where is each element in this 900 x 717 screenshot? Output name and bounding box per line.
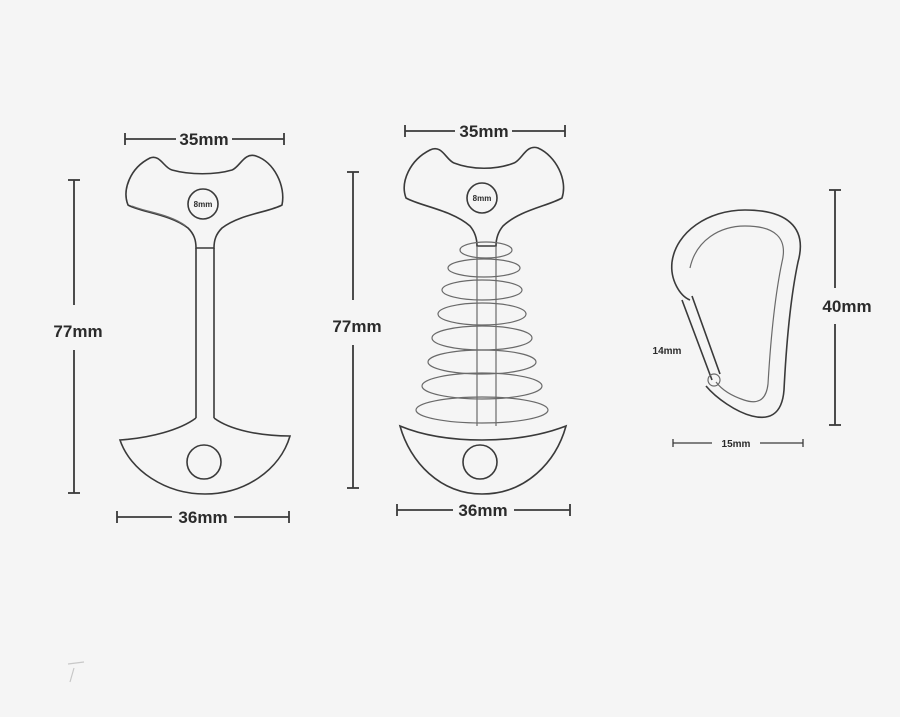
peg2-width-bottom-label: 36mm (458, 501, 507, 520)
peg2-hole-label: 8mm (473, 194, 492, 203)
peg2-head (403, 146, 565, 247)
scan-artifact (67, 661, 85, 683)
carabiner-width-label: 15mm (722, 439, 751, 450)
spring-peg-drawing (398, 146, 568, 495)
carabiner-dimensions: 40mm 14mm 15mm (653, 189, 872, 450)
carabiner-drawing (670, 209, 802, 419)
carabiner-outer (671, 209, 802, 419)
peg1-hole-label: 8mm (194, 200, 213, 209)
peg2-top-hole (466, 182, 498, 214)
carabiner-gate (681, 295, 721, 381)
carabiner-gate-label: 14mm (653, 346, 682, 357)
peg2-width-top-label: 35mm (459, 122, 508, 141)
anchor-peg-drawing (118, 154, 292, 495)
peg1-width-bottom-label: 36mm (178, 508, 227, 527)
carabiner-height-label: 40mm (822, 297, 871, 316)
peg1-bottom-hole (186, 444, 222, 480)
peg1-anchor (118, 417, 292, 495)
peg1-head (125, 154, 284, 249)
peg1-dimensions: 35mm 77mm 36mm 8mm (53, 130, 290, 527)
peg2-dimensions: 35mm 77mm 36mm 8mm (332, 122, 571, 520)
peg2-anchor (398, 424, 568, 495)
peg1-width-top-label: 35mm (179, 130, 228, 149)
peg2-bottom-hole (462, 444, 498, 480)
peg1-top-hole (187, 188, 219, 220)
peg1-height-label: 77mm (53, 322, 102, 341)
peg2-height-label: 77mm (332, 317, 381, 336)
carabiner-inner (689, 225, 784, 403)
spring-coil (415, 241, 549, 424)
peg1-shaft (195, 248, 215, 418)
